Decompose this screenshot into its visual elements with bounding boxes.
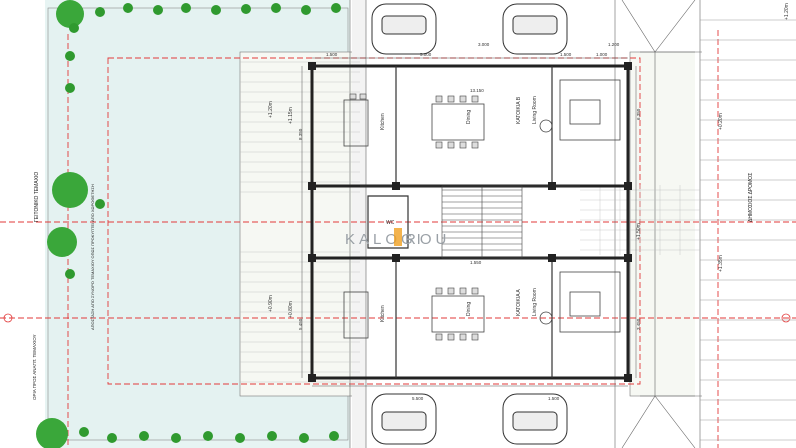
public-road-label: ΔΗΜΟΣΙΟΣ ΔΡΟΜΟΣ: [748, 173, 754, 222]
living-upper-label: Living Room: [532, 96, 538, 124]
unit-b-label: ΚΑΤΟΙΚΙΑ Β: [516, 96, 522, 124]
car-icons: [371, 3, 568, 445]
public-road-line: ΔΗΜΟΣΙΟΣ ΔΡΟΜΟΣ: [748, 173, 754, 222]
dimension-labels: 1.500 5.000 1.500 1.000 13.150 3.000 1.2…: [298, 42, 641, 401]
level-tag: +0.20m: [718, 113, 724, 130]
staircase: [441, 185, 523, 259]
chairs: [349, 93, 479, 341]
dim-label: 1.200: [608, 42, 620, 47]
room-labels: Kitchen Dining Living Room ΚΑΤΟΙΚΙΑ Β Ki…: [380, 96, 538, 322]
tree-icons: [36, 0, 341, 448]
watermark-logo-icon: [394, 228, 402, 246]
watermark: KALOGI ROU: [345, 228, 450, 248]
level-tag: +0.80m: [288, 301, 294, 318]
watermark-right: ROU: [405, 231, 450, 248]
dining-upper-label: Dining: [466, 110, 472, 124]
unit-a-label: ΚΑΤΟΙΚΙΑ Α: [516, 289, 522, 316]
wall-columns: [308, 62, 632, 382]
dim-label: 1.500: [548, 396, 560, 401]
level-annotations: +1.20m +1.15m +0.90m +0.80m +1.50m +0.20…: [268, 3, 790, 318]
paving-grid: [240, 61, 700, 383]
dim-label: 5.500: [412, 396, 424, 401]
dim-label: 3.000: [478, 42, 490, 47]
level-tag: +1.20m: [268, 101, 274, 118]
dim-label: 8.350: [298, 128, 303, 140]
dim-label: 1.500: [560, 52, 572, 57]
dim-label: 13.150: [470, 88, 484, 93]
dim-label: 1.500: [326, 52, 338, 57]
road-hatch: [700, 19, 796, 441]
neighbour-plot-label: ΓΕΙΤΟΝΙΚΟ ΤΕΜΑΧΙΟ: [34, 172, 40, 222]
dim-label: 3.450: [636, 318, 641, 330]
level-tag: +1.20m: [784, 3, 790, 20]
plot-boundary-line: ΟΡΙΑ ΠΡΟΣ ΑΝΑΠΤ. ΤΕΜΑΧΙΟΥ: [32, 334, 37, 400]
kitchen-lower-label: Kitchen: [380, 305, 386, 322]
dim-label: 1.000: [596, 52, 608, 57]
dining-lower-label: Dining: [466, 302, 472, 316]
kitchen-upper-label: Kitchen: [380, 113, 386, 130]
site-area: [45, 0, 796, 448]
dim-label: 5.450: [298, 318, 303, 330]
furniture: [343, 79, 621, 339]
side-labels: ΓΕΙΤΟΝΙΚΟ ΤΕΜΑΧΙΟ ΔΗΜΟΣΙΟΣ ΔΡΟΜΟΣ ΟΡΙΑ Π…: [32, 172, 754, 400]
dim-label: 5.000: [420, 52, 432, 57]
wc-label: WC: [386, 220, 395, 226]
setback-note-line: ΑΠΟΣΤΑΣΗ ΑΠΟ ΣΥΝΟΡΟ ΤΕΜΑΧΙΟΥ ΟΠΩΣ ΠΡΟΚΥΠ…: [90, 184, 95, 330]
level-tag: +1.35m: [718, 255, 724, 272]
living-lower-label: Living Room: [532, 288, 538, 316]
grid-markers: [3, 313, 791, 323]
dimension-lines: [301, 57, 637, 387]
fence-lines: [349, 0, 702, 448]
setback-note: ΑΠΟΣΤΑΣΗ ΑΠΟ ΣΥΝΟΡΟ ΤΕΜΑΧΙΟΥ ΟΠΩΣ ΠΡΟΚΥΠ…: [90, 184, 95, 330]
level-tag: +1.15m: [288, 107, 294, 124]
dim-label: 1.550: [470, 260, 482, 265]
level-tag: +1.50m: [636, 223, 642, 240]
neighbour-plot-line: ΓΕΙΤΟΝΙΚΟ ΤΕΜΑΧΙΟ: [34, 172, 40, 222]
level-tag: +0.90m: [268, 295, 274, 312]
dim-label: 6.350: [636, 108, 641, 120]
plot-boundary-label: ΟΡΙΑ ΠΡΟΣ ΑΝΑΠΤ. ΤΕΜΑΧΙΟΥ: [32, 334, 37, 400]
